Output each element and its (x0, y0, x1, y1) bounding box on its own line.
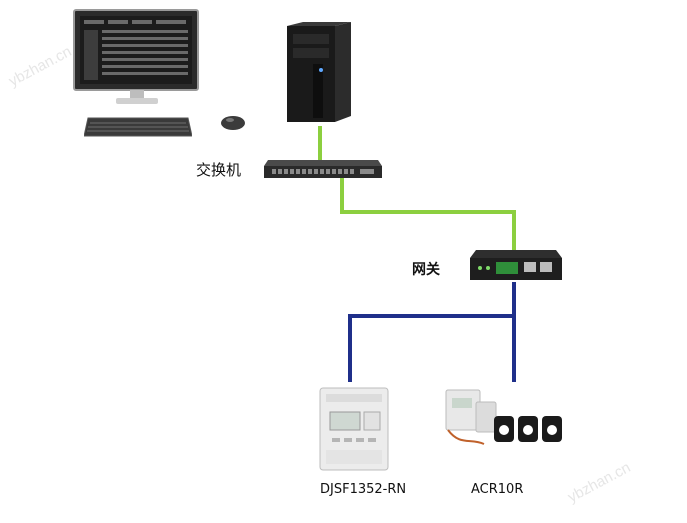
switch-label: 交换机 (196, 161, 242, 179)
gateway-icon (470, 250, 562, 280)
acr10r-meter-icon (445, 389, 562, 445)
network-switch-icon (264, 160, 382, 178)
gateway-label: 网关 (412, 262, 440, 278)
keyboard-icon (84, 117, 192, 137)
meter-left-label: DJSF1352-RN (320, 482, 407, 497)
server-tower-icon (287, 22, 351, 122)
din-rail-meter-icon (319, 387, 389, 471)
monitor-icon (73, 9, 199, 104)
meter-right-label: ACR10R (471, 482, 524, 497)
mouse-icon (221, 116, 245, 130)
ethernet-switch-gateway (340, 176, 516, 250)
